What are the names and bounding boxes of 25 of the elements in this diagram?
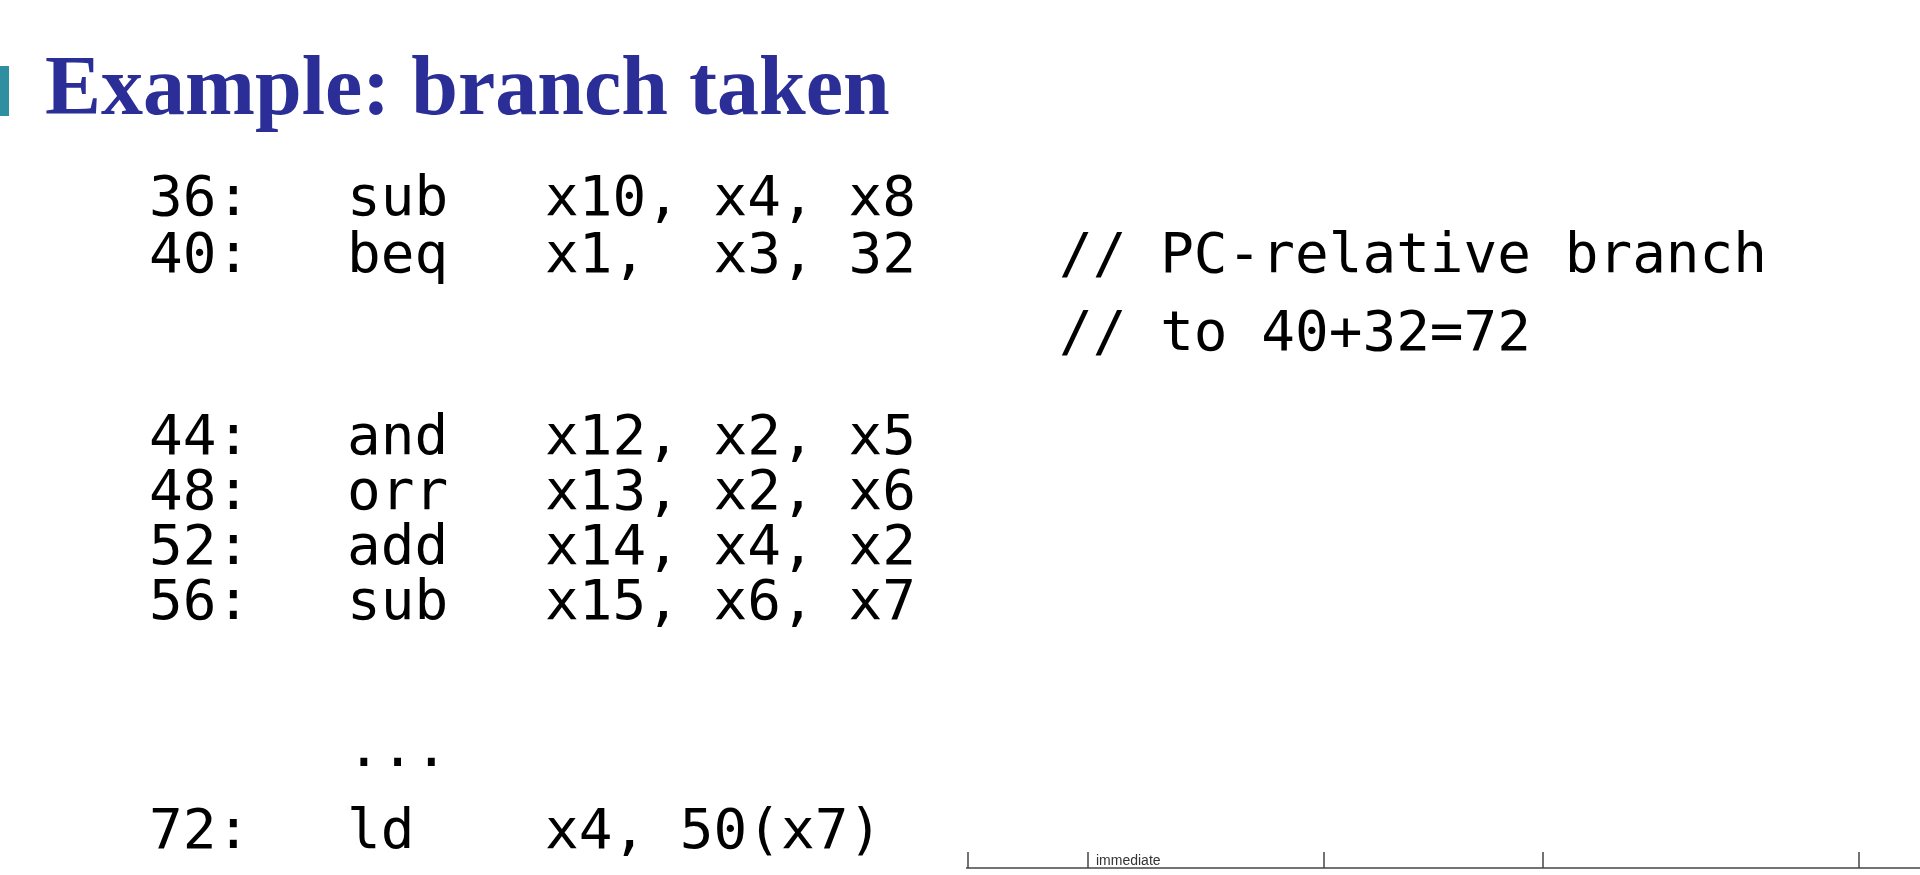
operands: x1, x3, 32 bbox=[545, 225, 916, 281]
operands: x13, x2, x6 bbox=[545, 462, 916, 518]
instruction-address: 36: bbox=[149, 168, 251, 224]
instruction-address: 72: bbox=[149, 801, 251, 857]
opcode: orr bbox=[347, 462, 449, 518]
code-comment: // PC-relative branch bbox=[1059, 225, 1767, 281]
opcode: add bbox=[347, 517, 449, 573]
field-label: immediate bbox=[1096, 853, 1161, 867]
slide-title: Example: branch taken bbox=[45, 40, 890, 133]
instruction-address: 56: bbox=[149, 572, 251, 628]
operands: x4, 50(x7) bbox=[545, 801, 883, 857]
instruction-address: 44: bbox=[149, 407, 251, 463]
instruction-address: 52: bbox=[149, 517, 251, 573]
operands: x10, x4, x8 bbox=[545, 168, 916, 224]
instruction-address: 48: bbox=[149, 462, 251, 518]
opcode: and bbox=[347, 407, 449, 463]
opcode: ld bbox=[347, 801, 415, 857]
ellipsis: ... bbox=[347, 719, 449, 775]
opcode: sub bbox=[347, 572, 449, 628]
code-comment: // to 40+32=72 bbox=[1059, 303, 1531, 359]
instruction-address: 40: bbox=[149, 225, 251, 281]
operands: x15, x6, x7 bbox=[545, 572, 916, 628]
operands: x12, x2, x5 bbox=[545, 407, 916, 463]
opcode: sub bbox=[347, 168, 449, 224]
operands: x14, x4, x2 bbox=[545, 517, 916, 573]
